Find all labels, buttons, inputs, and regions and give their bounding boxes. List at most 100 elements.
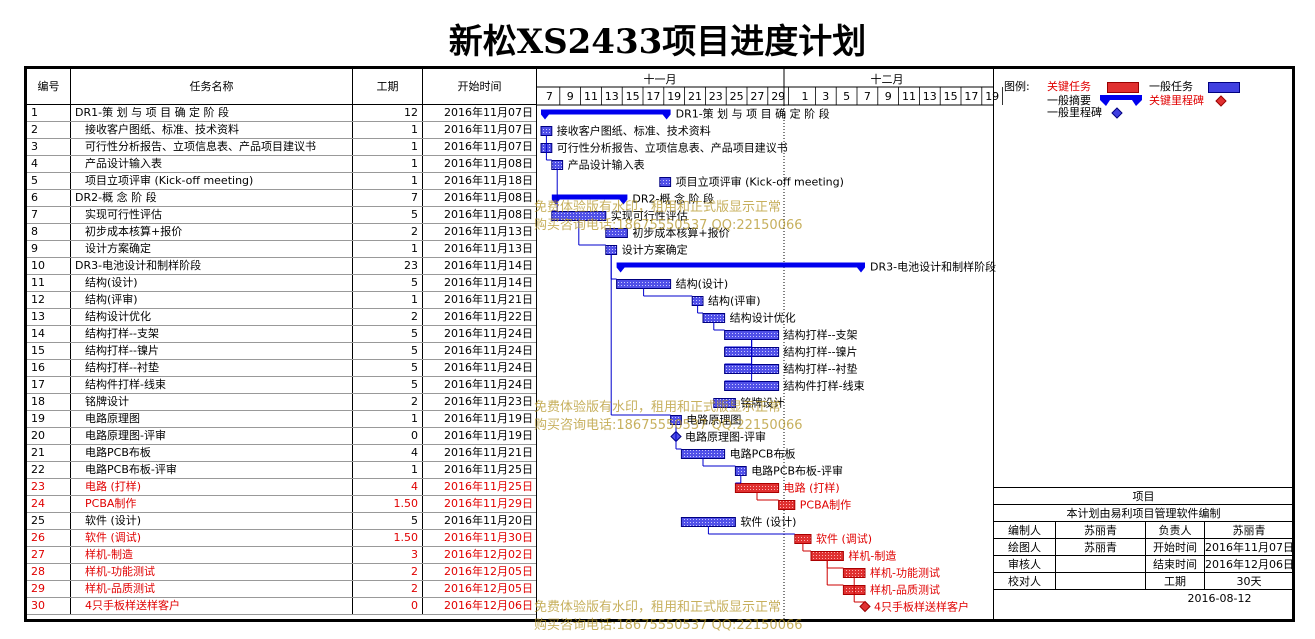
- task-duration: 7: [353, 190, 423, 206]
- task-bar: [734, 483, 780, 493]
- task-start: 2016年11月13日: [444, 242, 533, 255]
- legend-critical-task-swatch: [1107, 82, 1139, 93]
- col-header-name: 任务名称: [71, 69, 353, 105]
- day-tick-label: 15: [944, 90, 958, 103]
- task-bar: [680, 449, 726, 459]
- task-name: 产品设计输入表: [71, 156, 353, 172]
- task-name: 结构(评审): [71, 292, 353, 308]
- start-label: 开始时间: [1146, 539, 1205, 556]
- task-name: 结构设计优化: [71, 309, 353, 325]
- task-id: 4: [27, 156, 71, 172]
- task-duration: 1: [353, 411, 423, 427]
- task-id: 25: [27, 513, 71, 529]
- task-name: 软件 (调试): [71, 530, 353, 546]
- day-tick-label: 11: [902, 90, 916, 103]
- task-name: 结构件打样-线束: [71, 377, 353, 393]
- day-tick-label: 13: [923, 90, 937, 103]
- day-tick-label: 11: [584, 90, 598, 103]
- task-duration: 1: [353, 122, 423, 138]
- task-name: 结构打样--衬垫: [71, 360, 353, 376]
- task-start: 2016年11月18日: [444, 174, 533, 187]
- compiled-by: 本计划由易利项目管理软件编制: [994, 505, 1293, 522]
- task-bar: [842, 568, 866, 578]
- editor-label: 编制人: [994, 522, 1056, 539]
- task-name: 接收客户图纸、标准、技术资料: [71, 122, 353, 138]
- task-start: 2016年11月19日: [444, 412, 533, 425]
- col-header-start: 开始时间: [423, 69, 536, 105]
- task-id: 9: [27, 241, 71, 257]
- task-id: 21: [27, 445, 71, 461]
- legend-summary-swatch: [1100, 95, 1142, 106]
- task-duration: 3: [353, 547, 423, 563]
- task-bar-label: 结构(评审): [708, 294, 761, 308]
- task-start: 2016年11月22日: [444, 310, 533, 323]
- task-start: 2016年12月02日: [444, 548, 533, 561]
- task-duration: 2: [353, 581, 423, 597]
- task-bar-label: DR3-电池设计和制样阶段: [870, 260, 996, 274]
- day-tick-label: 7: [546, 90, 553, 103]
- task-start: 2016年11月13日: [444, 225, 533, 238]
- legend-normal-milestone: 一般里程碑: [1047, 106, 1102, 119]
- task-start: 2016年11月07日: [444, 140, 533, 153]
- task-duration: 5: [353, 275, 423, 291]
- task-id: 16: [27, 360, 71, 376]
- checker-value: [1056, 573, 1146, 590]
- task-duration: 1.50: [353, 496, 423, 512]
- task-name: 项目立项评审 (Kick-off meeting): [71, 173, 353, 189]
- task-bar: [616, 279, 672, 289]
- legend-normal-task-swatch: [1208, 82, 1240, 93]
- task-duration: 5: [353, 377, 423, 393]
- task-name: 铭牌设计: [71, 394, 353, 410]
- task-bar-label: 4只手板样送样客户: [874, 600, 969, 614]
- task-name: 结构打样--支架: [71, 326, 353, 342]
- task-duration: 2: [353, 564, 423, 580]
- task-bar: [724, 381, 780, 391]
- task-start: 2016年11月07日: [444, 106, 533, 119]
- task-id: 26: [27, 530, 71, 546]
- task-name: 软件 (设计): [71, 513, 353, 529]
- page-title: 新松XS2433项目进度计划: [448, 22, 867, 62]
- task-id: 5: [27, 173, 71, 189]
- end-value: 2016年12月06日: [1205, 558, 1294, 573]
- task-start: 2016年11月24日: [444, 361, 533, 374]
- summary-bar: [551, 194, 628, 205]
- task-bar-label: 软件 (设计): [740, 515, 796, 529]
- task-id: 27: [27, 547, 71, 563]
- task-name: DR3-电池设计和制样阶段: [71, 258, 353, 274]
- task-id: 18: [27, 394, 71, 410]
- owner-value: 苏丽青: [1205, 522, 1293, 539]
- task-duration: 0: [353, 598, 423, 614]
